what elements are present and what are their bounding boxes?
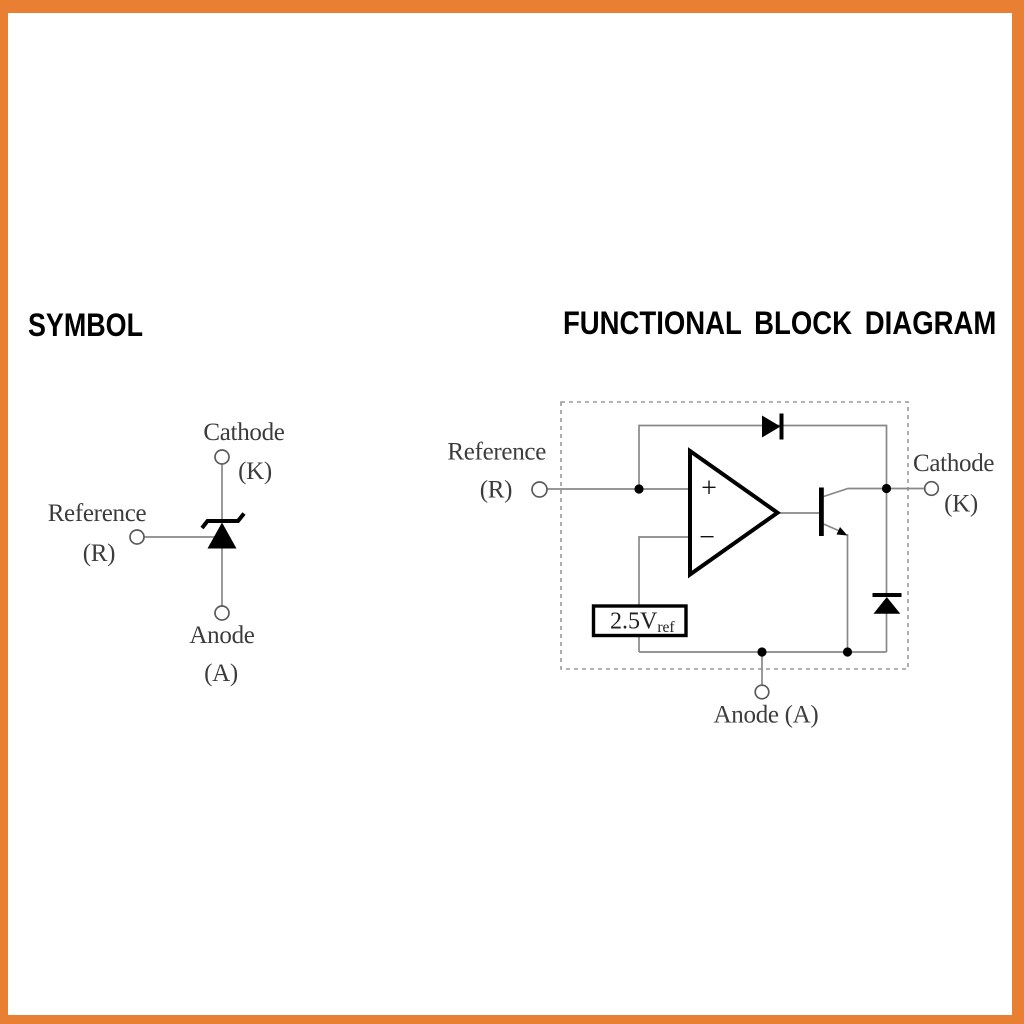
symbol-reference-abbr: (R) (83, 540, 115, 567)
fbd-anode-terminal (754, 684, 770, 700)
fbd-anode-label: Anode (A) (714, 702, 819, 729)
functional-block-diagram: + − 2.5Vref Reference (R) Cathode (K) An… (447, 401, 995, 729)
block-diagram-heading: FUNCTIONAL BLOCK DIAGRAM (563, 305, 997, 341)
symbol-cathode-abbr: (K) (238, 458, 272, 485)
transistor-base-bar (819, 487, 824, 536)
junction-dot-anode (757, 647, 767, 657)
symbol-diagram: Cathode (K) Reference (R) Anode (A) (48, 419, 285, 687)
fbd-reference-label: Reference (447, 439, 546, 466)
vref-label: 2.5Vref (610, 609, 675, 637)
transistor-emitter-arrow (836, 527, 848, 536)
opamp-minus-sign: − (699, 522, 715, 553)
fbd-cathode-terminal (923, 480, 940, 497)
protection-zener-triangle (873, 597, 901, 614)
symbol-cathode-terminal (214, 449, 230, 465)
symbol-heading: SYMBOL (28, 307, 143, 343)
fbd-minus-input-wire (638, 536, 690, 606)
symbol-reference-terminal (129, 529, 145, 545)
symbol-anode-abbr: (A) (204, 660, 238, 687)
fbd-cathode-abbr: (K) (944, 491, 978, 518)
symbol-cathode-label: Cathode (203, 419, 284, 446)
fbd-reference-terminal (531, 481, 548, 498)
junction-dot-emitter (842, 647, 853, 657)
vref-value: 2.5V (610, 609, 658, 635)
opamp-plus-sign: + (701, 473, 717, 504)
zener-triangle (207, 522, 237, 549)
functional-dashed-boundary (560, 401, 909, 670)
junction-dot-cathode (881, 483, 892, 494)
junction-dot-reference (634, 484, 644, 494)
symbol-anode-label: Anode (189, 622, 254, 649)
fbd-cathode-label: Cathode (913, 450, 994, 477)
symbol-anode-terminal (214, 605, 230, 621)
opamp-triangle (688, 447, 781, 579)
zener-cathode-bar (200, 512, 246, 530)
fbd-reference-abbr: (R) (480, 477, 512, 504)
vref-box (591, 604, 688, 638)
vref-subscript: ref (657, 619, 675, 636)
symbol-reference-label: Reference (48, 500, 147, 527)
fbd-collector-wire (823, 487, 887, 498)
feedback-diode-triangle (762, 415, 781, 438)
